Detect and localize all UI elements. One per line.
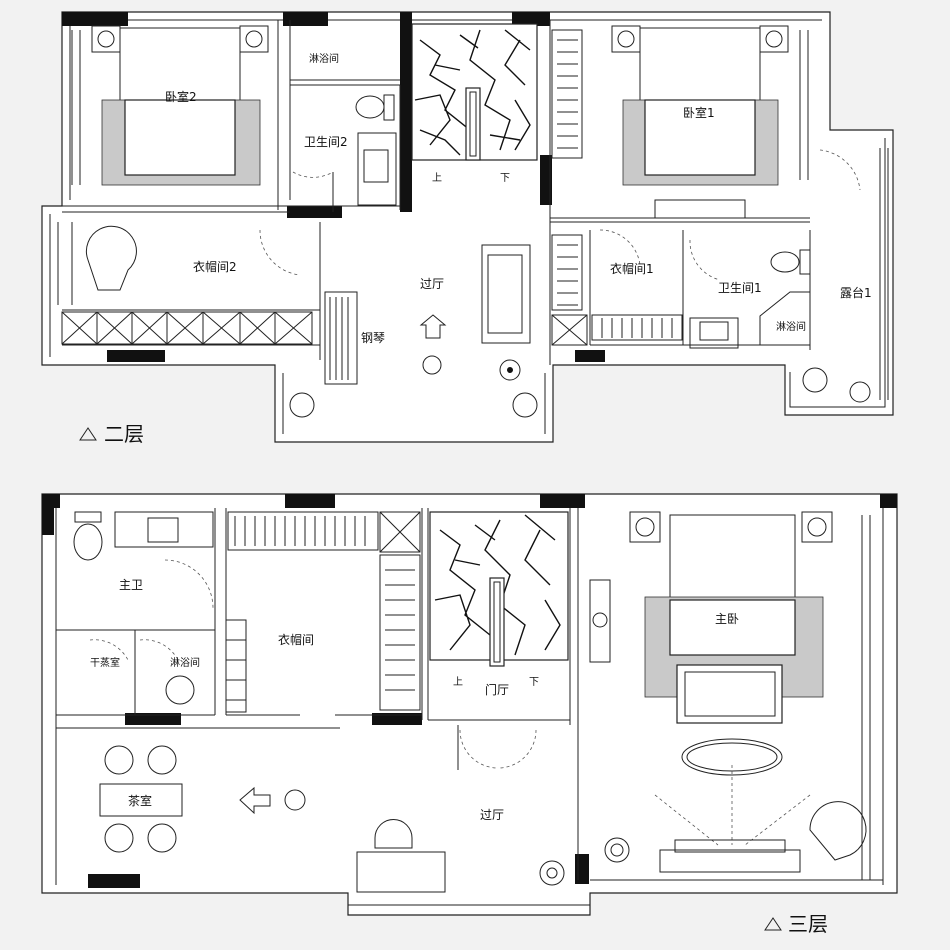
stairs3-up-label: 上 [453,676,463,688]
room-label-bedroom1: 卧室1 [683,105,715,120]
room-label-shower3: 淋浴间 [170,656,200,669]
room-label-closet: 衣帽间 [278,632,314,647]
room-label-piano: 钢琴 [361,331,385,345]
room-label-closet1: 衣帽间1 [610,261,654,276]
room-label-tea-room: 茶室 [128,793,152,808]
floor2-caption: 二层 [104,422,144,446]
third-floor-labels: 主卫 衣帽间 干蒸室 淋浴间 上 门厅 下 主卧 茶室 过厅 三层 [90,578,828,936]
room-label-shower: 淋浴间 [309,52,339,65]
stairs3-down-label: 下 [529,677,539,688]
room-label-hall3: 过厅 [480,808,504,822]
room-label-sauna: 干蒸室 [90,656,120,669]
room-label-master-bath: 主卫 [119,578,143,592]
room-label-bath1: 卫生间1 [718,281,762,295]
stairs-up-label: 上 [432,172,442,184]
second-floor-plan [41,11,894,443]
room-label-shower1: 淋浴间 [776,320,806,333]
room-label-closet2: 衣帽间2 [193,259,237,274]
room-label-hall: 过厅 [420,277,444,291]
third-floor-plan [41,493,898,916]
triangle-marker-icon [79,427,97,441]
stairs-down-label: 下 [500,173,510,184]
floor3-caption: 三层 [788,912,828,936]
second-floor-labels: 卧室2 淋浴间 卫生间2 卧室1 衣帽间2 过厅 钢琴 衣帽间1 卫生间1 淋浴… [79,52,872,446]
room-label-terrace: 露台1 [840,285,872,300]
room-label-bedroom2: 卧室2 [165,89,197,104]
room-label-foyer: 门厅 [485,682,509,697]
room-label-bath2: 卫生间2 [304,135,348,149]
triangle-marker-icon [764,917,782,931]
room-label-master-bedroom: 主卧 [715,612,739,626]
